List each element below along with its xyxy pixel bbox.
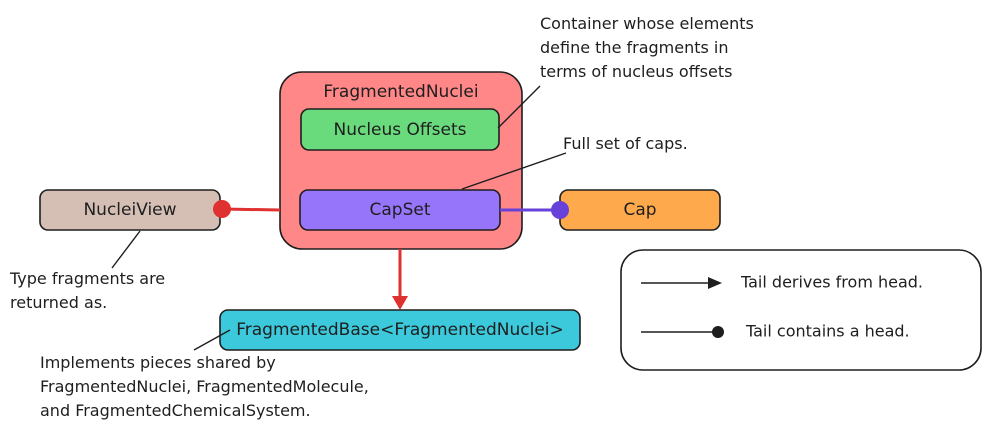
contains-cap-dot: [551, 201, 569, 219]
type-fragments-note-line-1: Type fragments are: [9, 269, 165, 288]
nucleus-offsets-label: Nucleus Offsets: [334, 120, 467, 140]
nucleus-offsets-box: [300, 108, 500, 151]
fragmented-nuclei-label: FragmentedNuclei: [323, 82, 478, 102]
type-fragments-note-pointer: [111, 230, 141, 269]
implements-note: Implements pieces shared by FragmentedNu…: [40, 353, 374, 420]
legend-contains-dot: [712, 326, 724, 338]
implements-note-line-3: and FragmentedChemicalSystem.: [40, 401, 311, 420]
legend-box: [620, 249, 982, 371]
capset-label: CapSet: [370, 200, 431, 220]
container-note-line-3: terms of nucleus offsets: [540, 62, 732, 81]
contains-nuclei-view-line: [221, 207, 281, 212]
legend-derives-label: Tail derives from head.: [740, 273, 923, 292]
legend-derives-arrowhead: [708, 277, 722, 289]
derives-base-arrowhead: [392, 296, 408, 310]
fragmented-base-label: FragmentedBase<FragmentedNuclei>: [236, 320, 564, 340]
container-note-line-1: Container whose elements: [540, 14, 754, 33]
container-note: Container whose elements define the frag…: [540, 14, 759, 81]
cap-label: Cap: [623, 200, 656, 220]
implements-note-line-1: Implements pieces shared by: [40, 353, 276, 372]
implements-note-line-2: FragmentedNuclei, FragmentedMolecule,: [40, 377, 369, 396]
nuclei-view-label: NucleiView: [83, 200, 176, 220]
implements-note-pointer: [193, 329, 231, 351]
full-set-note-pointer: [461, 152, 567, 190]
full-set-note: Full set of caps.: [563, 134, 688, 153]
container-note-pointer: [497, 85, 541, 129]
type-fragments-note-line-2: returned as.: [10, 293, 107, 312]
contains-nuclei-view-dot: [213, 200, 231, 218]
type-fragments-note: Type fragments are returned as.: [9, 269, 170, 312]
full-set-note-line-1: Full set of caps.: [563, 134, 688, 153]
container-note-line-2: define the fragments in: [540, 38, 729, 57]
legend-contains-label: Tail contains a head.: [745, 322, 910, 341]
